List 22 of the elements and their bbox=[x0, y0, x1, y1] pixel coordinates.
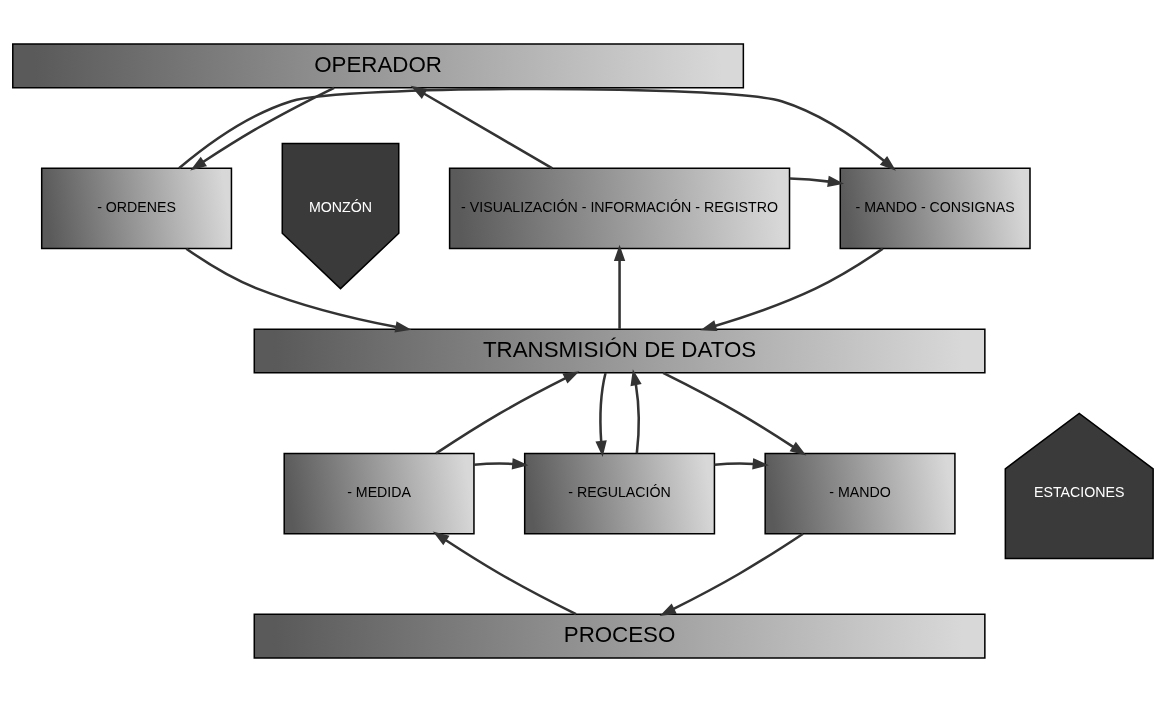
arrow bbox=[700, 247, 884, 331]
arrow bbox=[630, 368, 642, 453]
node-box: TRANSMISIÓN DE DATOS bbox=[253, 327, 986, 374]
node-box: - MANDO bbox=[764, 452, 956, 534]
arrow bbox=[595, 372, 607, 457]
arrow bbox=[435, 370, 580, 454]
node-box: - REGULACIÓN bbox=[523, 452, 716, 534]
node-box: - MANDO - CONSIGNAS bbox=[839, 167, 1031, 249]
arrow bbox=[432, 531, 577, 615]
arrow bbox=[789, 175, 845, 187]
arrow bbox=[662, 371, 807, 456]
arrow bbox=[190, 86, 335, 170]
node-box: - VISUALIZACIÓN - INFORMACIÓN - REGISTRO bbox=[448, 167, 791, 249]
node-box: OPERADOR bbox=[12, 42, 745, 88]
arrow bbox=[659, 532, 804, 616]
arrow bbox=[185, 247, 412, 332]
node-box: PROCESO bbox=[253, 613, 986, 659]
node-box: - ORDENES bbox=[40, 167, 233, 249]
arrow bbox=[613, 244, 626, 329]
arrow bbox=[714, 457, 769, 469]
arrow bbox=[473, 457, 529, 469]
node-box: - MEDIDA bbox=[283, 452, 475, 534]
